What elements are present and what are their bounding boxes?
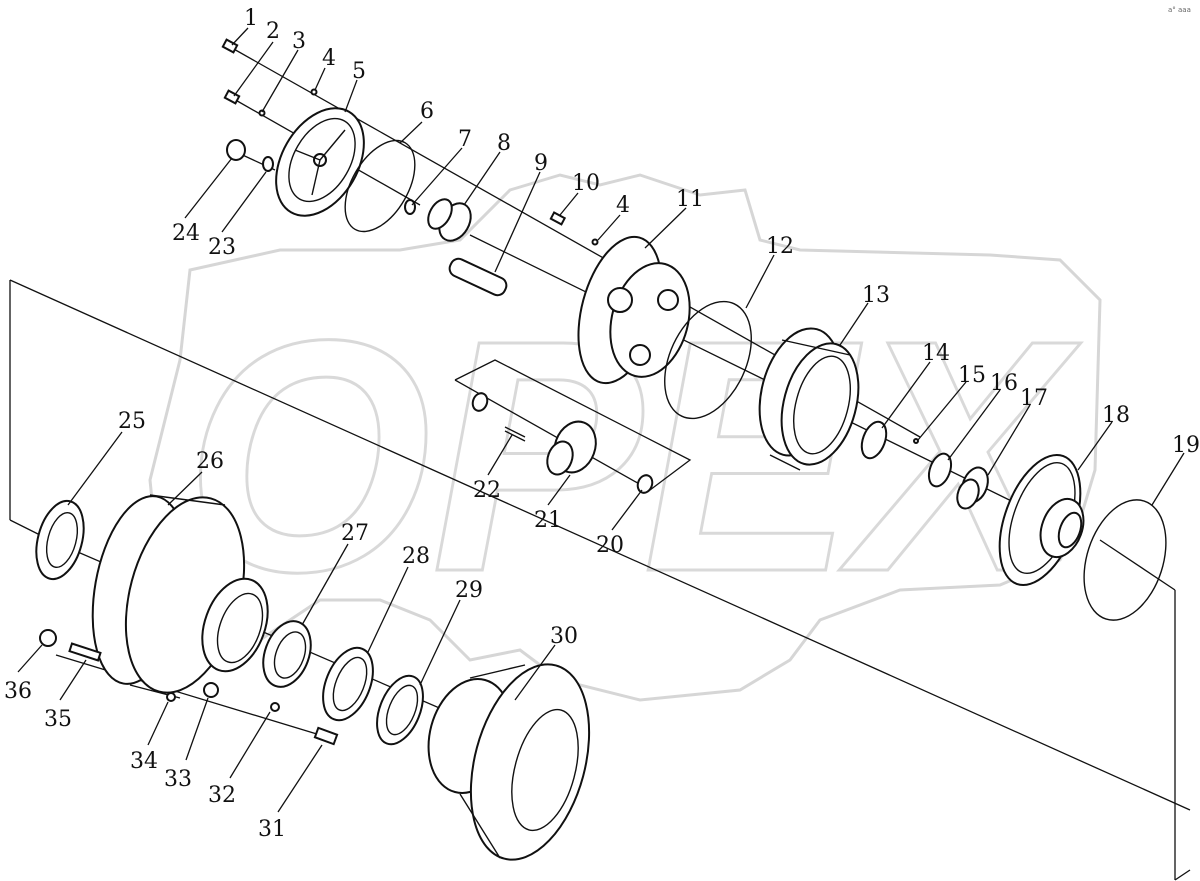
callout-15: 15 bbox=[958, 363, 986, 388]
callout-14: 14 bbox=[922, 341, 950, 366]
bolt-part-1 bbox=[221, 38, 239, 54]
callout-3: 3 bbox=[292, 29, 306, 54]
brake-disc-part-30 bbox=[427, 663, 591, 861]
callout-7: 7 bbox=[458, 127, 472, 152]
washer-part-3 bbox=[258, 109, 266, 117]
callout-18: 18 bbox=[1102, 403, 1130, 428]
ball-part-15 bbox=[913, 438, 919, 444]
callout-19: 19 bbox=[1172, 433, 1200, 458]
callout-11: 11 bbox=[676, 187, 704, 212]
snap-ring-part-19 bbox=[1083, 499, 1167, 621]
bearing-part-27 bbox=[262, 620, 312, 688]
callout-16: 16 bbox=[990, 371, 1018, 396]
callout-35: 35 bbox=[44, 707, 72, 732]
callout-26: 26 bbox=[196, 449, 224, 474]
washer-part-20 bbox=[636, 474, 654, 494]
callout-24: 24 bbox=[172, 221, 200, 246]
seal-part-25 bbox=[35, 499, 85, 581]
screw-part-10 bbox=[549, 211, 567, 226]
callout-12: 12 bbox=[766, 234, 794, 259]
hub-housing-part-26 bbox=[91, 494, 269, 699]
callout-27: 27 bbox=[341, 521, 369, 546]
parts bbox=[35, 38, 1167, 861]
o-ring-part-12 bbox=[664, 300, 752, 420]
washer-part-20b bbox=[471, 392, 489, 412]
callout-10: 10 bbox=[572, 171, 600, 196]
bolt-part-31 bbox=[313, 726, 339, 746]
callout-29: 29 bbox=[455, 578, 483, 603]
cover-plate-part-5 bbox=[275, 107, 365, 217]
callout-20: 20 bbox=[596, 533, 624, 558]
o-ring-part-6 bbox=[344, 139, 416, 233]
callout-33: 33 bbox=[164, 767, 192, 792]
callout-17: 17 bbox=[1020, 386, 1048, 411]
callout-1: 1 bbox=[244, 6, 258, 31]
callout-30: 30 bbox=[550, 624, 578, 649]
callout-23: 23 bbox=[208, 235, 236, 260]
plug-part-24 bbox=[226, 139, 246, 161]
planet-carrier-part-11 bbox=[577, 235, 691, 385]
callout-28: 28 bbox=[402, 544, 430, 569]
bolt-part-2 bbox=[223, 89, 241, 105]
callout-34: 34 bbox=[130, 749, 158, 774]
washer-part-23 bbox=[262, 156, 274, 172]
nut-part-33 bbox=[203, 682, 219, 698]
leader-lines bbox=[17, 27, 1185, 813]
thrust-washer-part-14 bbox=[860, 420, 888, 460]
callout-36: 36 bbox=[4, 679, 32, 704]
callout-6: 6 bbox=[420, 99, 434, 124]
needle-part-22 bbox=[504, 426, 526, 438]
callout-labels: 1 2 3 4 5 6 7 8 9 10 4 11 12 13 14 15 16… bbox=[4, 6, 1200, 842]
sun-gear-part-18 bbox=[998, 453, 1085, 587]
callout-13: 13 bbox=[862, 283, 890, 308]
planet-gear-part-8 bbox=[427, 198, 472, 242]
callout-31: 31 bbox=[258, 817, 286, 842]
nut-part-36 bbox=[39, 629, 57, 647]
washer-part-34 bbox=[166, 692, 176, 702]
callout-9: 9 bbox=[534, 151, 548, 176]
callout-4: 4 bbox=[322, 46, 336, 71]
callout-8: 8 bbox=[497, 131, 511, 156]
bearing-part-17 bbox=[956, 466, 989, 510]
pin-part-9 bbox=[448, 257, 508, 297]
callout-2: 2 bbox=[266, 19, 280, 44]
seal-part-29 bbox=[376, 674, 424, 746]
ring-part-7 bbox=[404, 199, 416, 215]
corner-mark: a° aaa bbox=[1168, 6, 1191, 14]
callout-21: 21 bbox=[534, 508, 562, 533]
callout-25: 25 bbox=[118, 409, 146, 434]
washer-part-32 bbox=[270, 702, 280, 712]
planet-gear-part-21 bbox=[546, 420, 597, 476]
callout-22: 22 bbox=[473, 478, 501, 503]
seal-ring-part-28 bbox=[322, 646, 374, 722]
callout-5: 5 bbox=[352, 59, 366, 84]
callout-4b: 4 bbox=[616, 193, 630, 218]
stud-part-35 bbox=[68, 642, 102, 662]
washer-part-4b bbox=[591, 238, 599, 246]
ring-gear-part-13 bbox=[758, 327, 860, 471]
ring-part-16 bbox=[927, 452, 953, 488]
callout-32: 32 bbox=[208, 783, 236, 808]
washer-part-4 bbox=[310, 88, 318, 96]
